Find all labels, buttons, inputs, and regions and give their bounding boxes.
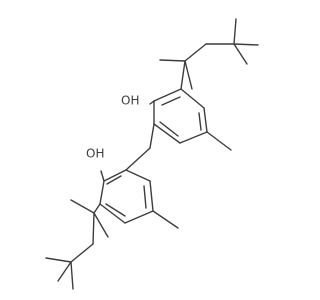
molecule-canvas: OH [45, 18, 259, 290]
bond [180, 60, 186, 90]
bond [233, 43, 248, 65]
bond [180, 88, 205, 109]
hydroxyl-label-upper: OH [121, 94, 139, 108]
bond [70, 261, 74, 290]
bond [45, 257, 72, 263]
double-bond [105, 203, 126, 217]
bond [57, 261, 72, 282]
double-bond [106, 175, 122, 185]
bond [99, 180, 105, 205]
bond [70, 243, 94, 263]
bond [233, 43, 259, 46]
bond [125, 169, 151, 182]
double-bond [161, 96, 181, 106]
bond [159, 59, 186, 62]
methyl-bond [206, 131, 232, 151]
methylene-bridge-bond [125, 147, 151, 171]
bond [103, 169, 127, 182]
bond [92, 212, 95, 245]
bond [149, 180, 154, 212]
structure-drawing: OH [45, 18, 259, 290]
bond [184, 60, 193, 90]
bond [124, 210, 154, 224]
upper-tert-octyl-group [159, 18, 259, 90]
methylene-bridge-bond [149, 123, 155, 149]
bond [149, 100, 155, 105]
bond [70, 199, 95, 214]
hydroxyl-label-lower: OH [86, 147, 104, 161]
bond [93, 212, 109, 238]
double-bond [159, 121, 179, 137]
double-bond [143, 185, 147, 209]
double-bond [198, 112, 202, 131]
bond [233, 18, 237, 45]
bond [99, 203, 126, 224]
bond [184, 43, 207, 62]
bond [153, 88, 182, 102]
lower-phenol-ring [99, 169, 154, 224]
methyl-bond [152, 210, 179, 229]
lower-tert-octyl-group [45, 199, 109, 290]
bond [100, 170, 105, 182]
upper-phenol-ring [153, 88, 208, 144]
bond [153, 123, 181, 144]
bond [179, 131, 208, 144]
bond [203, 107, 208, 133]
bond [93, 203, 101, 214]
